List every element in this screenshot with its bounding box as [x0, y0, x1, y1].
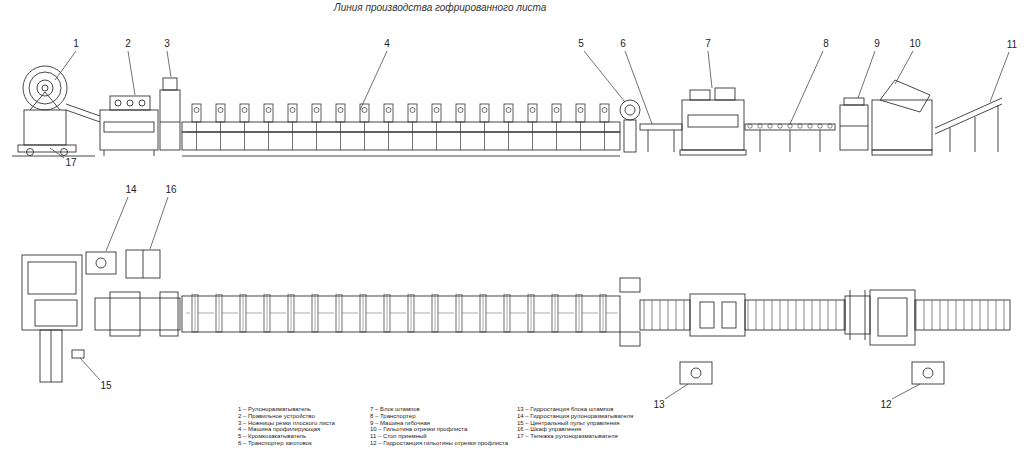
callout-number: 5 — [578, 39, 584, 49]
plan-view — [22, 250, 1010, 384]
callout-number: 2 — [125, 39, 131, 49]
parts-list-item: 4 – Машина профилирующая — [238, 426, 320, 432]
parts-list-item: 16 – Шкаф управления — [517, 426, 581, 432]
callout-number: 15 — [100, 381, 111, 391]
callout-number: 8 — [823, 39, 829, 49]
callout-number: 1 — [73, 39, 79, 49]
callout-number: 13 — [653, 400, 664, 410]
parts-list-item: 9 – Машина гибочная — [370, 420, 430, 426]
callout-number: 7 — [705, 39, 711, 49]
parts-list-item: 12 – Гидростанция гильотины отрезки проф… — [370, 440, 508, 446]
callout-number: 12 — [880, 400, 891, 410]
parts-list-item: 11 – Стол приемный — [370, 433, 427, 439]
side-elevation — [12, 66, 1002, 156]
parts-list-item: 8 – Транспортер — [370, 413, 415, 419]
parts-list-item: 3 – Ножницы резки плоского листа — [238, 420, 335, 426]
diagram-title: Линия производства гофрированного листа — [334, 3, 546, 13]
parts-list-item: 13 – Гидростанция блока штампов — [517, 406, 613, 412]
parts-list-item: 6 – Транспортер заготовок — [238, 440, 312, 446]
callout-number: 16 — [165, 185, 176, 195]
callout-number: 14 — [125, 185, 136, 195]
callout-number: 3 — [164, 39, 170, 49]
parts-list-item: 15 – Центральный пульт управления — [517, 420, 620, 426]
parts-list-item: 1 – Рулоноразматыватель — [238, 406, 311, 412]
parts-list-item: 7 – Блок штампов — [370, 406, 420, 412]
callout-number: 6 — [620, 39, 626, 49]
callout-number: 4 — [384, 39, 390, 49]
callout-number: 10 — [909, 39, 920, 49]
parts-list-item: 5 – Кромкозакатыватель — [238, 433, 306, 439]
callout-number: 11 — [1007, 40, 1017, 50]
parts-list-item: 17 – Тележка рулоноразматывателя — [517, 433, 618, 439]
callout-number: 9 — [874, 39, 880, 49]
leader-lines — [50, 51, 1009, 399]
callout-number: 17 — [65, 158, 76, 168]
parts-list-item: 14 – Гидростанция рулоноразматывателя — [517, 413, 633, 419]
parts-list-item: 2 – Правильное устройство — [238, 413, 315, 419]
parts-list-item: 10 – Гильотина отрезки профлиста — [370, 426, 467, 432]
